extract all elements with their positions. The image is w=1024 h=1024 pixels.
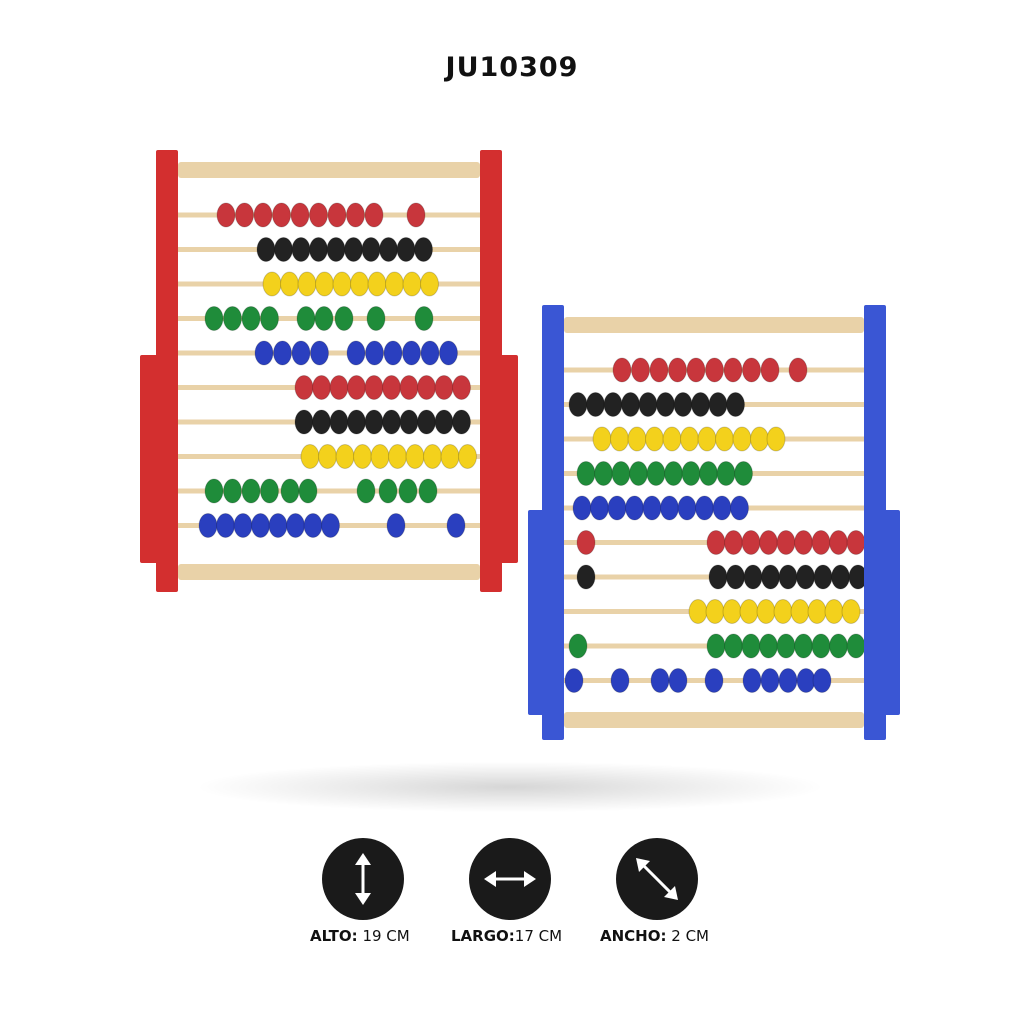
bead bbox=[576, 564, 596, 590]
frame-post-left bbox=[156, 150, 178, 592]
vertical-arrow-icon bbox=[322, 838, 404, 920]
bead bbox=[446, 513, 466, 538]
bead bbox=[309, 202, 328, 228]
red-abacus bbox=[140, 150, 518, 592]
bead bbox=[420, 340, 440, 366]
bead bbox=[734, 461, 753, 486]
bead bbox=[686, 357, 706, 383]
bead bbox=[649, 357, 669, 383]
bead bbox=[321, 513, 340, 538]
length-dimension: LARGO:17 CM bbox=[451, 927, 562, 945]
bead bbox=[383, 340, 403, 366]
bead bbox=[334, 306, 354, 331]
bead bbox=[568, 633, 588, 659]
blue-abacus bbox=[528, 305, 900, 740]
bead bbox=[723, 357, 743, 383]
bead bbox=[812, 668, 832, 693]
diagonal-arrow-icon bbox=[616, 838, 698, 920]
frame-bracket-right bbox=[498, 355, 518, 563]
product-code: JU10309 bbox=[445, 52, 579, 83]
bead bbox=[356, 478, 376, 504]
bead bbox=[668, 357, 687, 383]
bead bbox=[564, 668, 584, 693]
bottom-bar bbox=[178, 564, 480, 580]
height-value: 19 CM bbox=[362, 927, 410, 945]
bead bbox=[366, 306, 386, 331]
rod bbox=[178, 488, 480, 494]
bead bbox=[216, 202, 236, 228]
bead bbox=[612, 357, 632, 383]
bead bbox=[398, 478, 418, 504]
bead bbox=[223, 306, 242, 331]
bead bbox=[310, 340, 329, 366]
bead bbox=[378, 478, 398, 504]
bead bbox=[241, 306, 261, 331]
bead bbox=[291, 340, 311, 366]
top-bar bbox=[564, 317, 864, 333]
bead bbox=[253, 202, 273, 228]
bead bbox=[414, 306, 434, 331]
top-bar bbox=[178, 162, 480, 178]
frame-post-right bbox=[864, 305, 886, 740]
bead bbox=[365, 340, 384, 366]
bead bbox=[364, 202, 384, 228]
width-label: ANCHO: bbox=[600, 927, 667, 945]
bead bbox=[346, 340, 366, 366]
bead bbox=[704, 668, 724, 693]
horizontal-arrow-icon bbox=[469, 838, 551, 920]
bead bbox=[576, 530, 596, 555]
bead bbox=[631, 357, 650, 383]
frame-bracket-left bbox=[140, 355, 160, 563]
bead bbox=[273, 340, 292, 366]
bead bbox=[327, 202, 347, 228]
bead bbox=[204, 306, 224, 331]
height-label: ALTO: bbox=[310, 927, 358, 945]
bead bbox=[668, 668, 688, 693]
bead bbox=[298, 478, 318, 504]
bead bbox=[726, 392, 745, 417]
rod bbox=[178, 350, 480, 356]
bead bbox=[235, 202, 254, 228]
bottom-bar bbox=[564, 712, 864, 728]
bead bbox=[418, 478, 438, 504]
bead bbox=[290, 202, 310, 228]
bead bbox=[241, 478, 261, 504]
bead bbox=[610, 668, 630, 693]
bead bbox=[260, 306, 279, 331]
bead bbox=[458, 444, 477, 469]
width-value: 2 CM bbox=[671, 927, 709, 945]
bead bbox=[272, 202, 291, 228]
bead bbox=[254, 340, 274, 366]
bead bbox=[439, 340, 458, 366]
bead bbox=[766, 426, 786, 452]
bead bbox=[223, 478, 242, 504]
bead bbox=[788, 357, 808, 383]
bead bbox=[346, 202, 365, 228]
bead bbox=[314, 306, 334, 331]
frame-post-right bbox=[480, 150, 502, 592]
length-value: 17 CM bbox=[514, 927, 563, 945]
bead bbox=[705, 357, 724, 383]
bead bbox=[841, 599, 861, 624]
bead bbox=[420, 271, 439, 297]
bead bbox=[406, 202, 426, 228]
bead bbox=[402, 340, 421, 366]
bead bbox=[730, 495, 749, 521]
height-dimension: ALTO: 19 CM bbox=[310, 927, 410, 945]
bead bbox=[386, 513, 406, 538]
bead bbox=[452, 409, 471, 435]
frame-post-left bbox=[542, 305, 564, 740]
bead bbox=[204, 478, 224, 504]
bead bbox=[414, 237, 433, 262]
floor-shadow bbox=[200, 762, 820, 812]
bead bbox=[452, 375, 471, 400]
bead bbox=[260, 478, 279, 504]
width-dimension: ANCHO: 2 CM bbox=[600, 927, 709, 945]
bead bbox=[760, 357, 780, 383]
length-label: LARGO: bbox=[451, 927, 515, 945]
bead bbox=[742, 357, 761, 383]
